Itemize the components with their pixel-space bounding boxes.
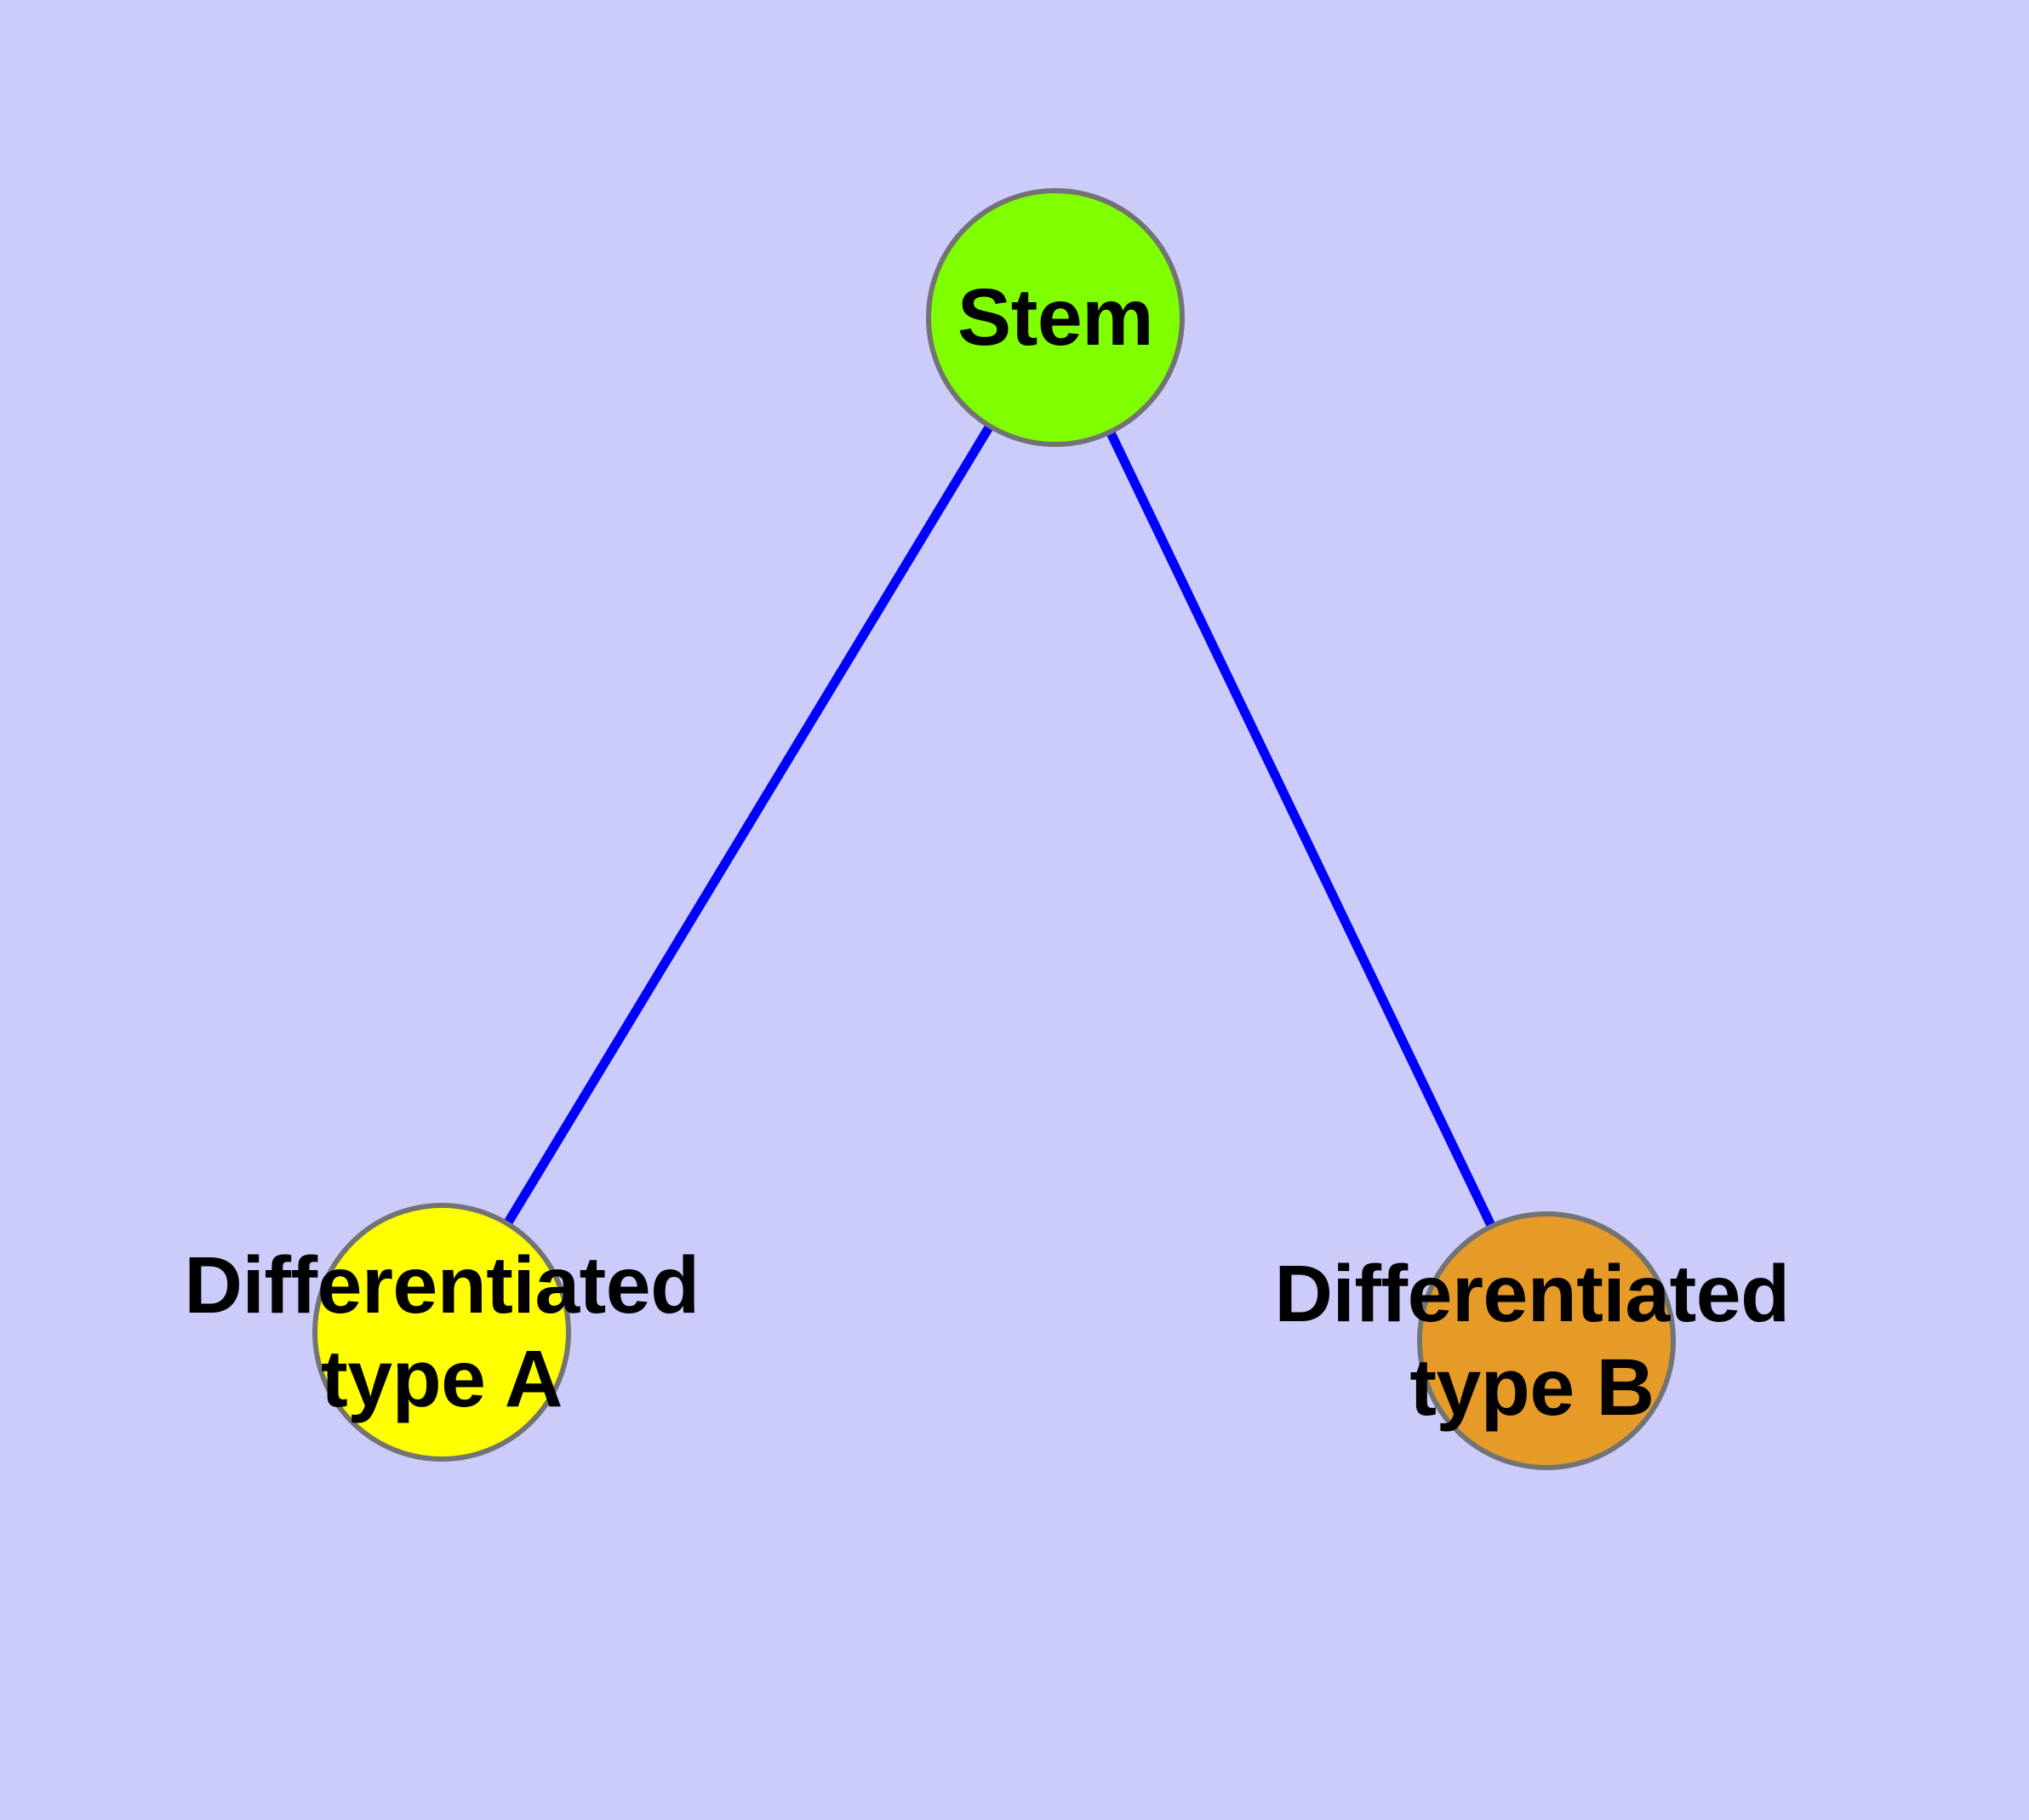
node-layer — [312, 188, 1676, 1470]
node-diff-b[interactable] — [1417, 1211, 1676, 1470]
edge-layer — [437, 312, 1552, 1346]
node-stem[interactable] — [926, 188, 1185, 447]
edge-stem-to-diff-b[interactable] — [1050, 312, 1552, 1346]
edge-stem-to-diff-a[interactable] — [437, 312, 1060, 1337]
node-diff-a[interactable] — [312, 1203, 571, 1462]
